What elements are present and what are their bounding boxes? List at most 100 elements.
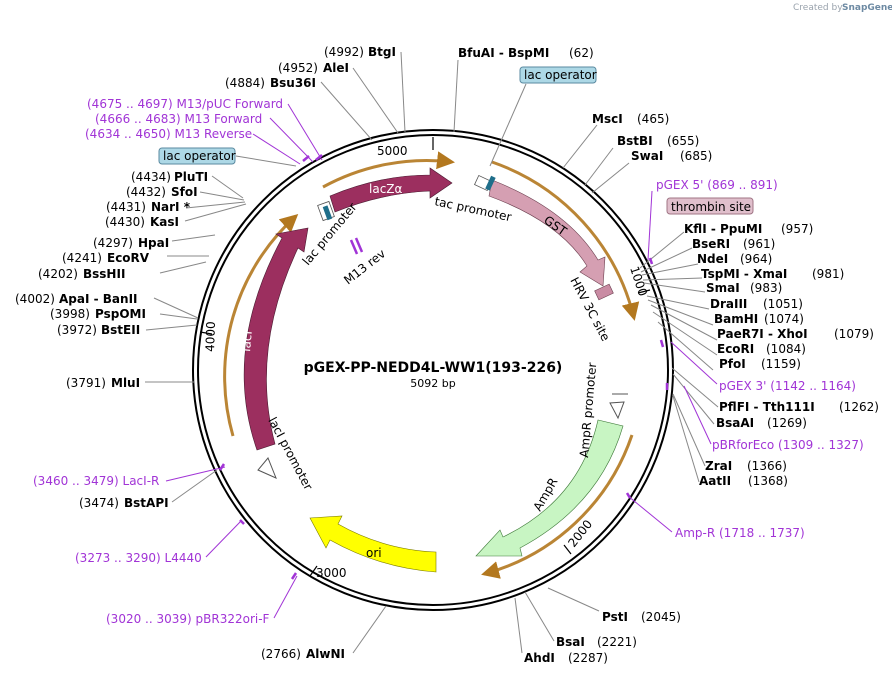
plasmid-size: 5092 bp bbox=[410, 377, 455, 390]
svg-text:PstI: PstI bbox=[602, 610, 628, 624]
primer-m13-reverse[interactable]: (4634 .. 4650) M13 Reverse bbox=[85, 127, 252, 141]
orf-arrows bbox=[223, 151, 640, 579]
svg-text:EcoRV: EcoRV bbox=[107, 251, 150, 265]
site-mlui[interactable]: (3791)MluI bbox=[66, 376, 140, 390]
site-paer7i[interactable]: PaeR7I - XhoI(1079) bbox=[717, 327, 874, 341]
box-thrombin-site bbox=[666, 197, 754, 215]
site-bsteii[interactable]: (3972) BstEII bbox=[57, 323, 140, 337]
site-smai[interactable]: SmaI(983) bbox=[706, 281, 782, 295]
site-kfli[interactable]: KflI - PpuMI(957) bbox=[684, 222, 813, 236]
svg-text:(4202): (4202) bbox=[38, 267, 78, 281]
site-btgi[interactable]: (4992)BtgI bbox=[324, 45, 396, 59]
backbone-inner bbox=[197, 134, 669, 606]
feature-gst bbox=[488, 179, 606, 287]
site-ahdi[interactable]: AhdI(2287) bbox=[524, 651, 608, 665]
plasmid-name: pGEX-PP-NEDD4L-WW1(193-226) bbox=[304, 360, 563, 376]
svg-text:(465): (465) bbox=[637, 112, 669, 126]
tick-label-5000: 5000 bbox=[377, 144, 408, 158]
credit-text: Created by bbox=[793, 3, 843, 13]
feature-lac-operator-left-mark bbox=[322, 205, 333, 221]
site-bamhi[interactable]: BamHI(1074) bbox=[714, 312, 804, 326]
site-bstapi[interactable]: (3474)BstAPI bbox=[79, 496, 169, 510]
site-zrai[interactable]: ZraI(1366) bbox=[705, 459, 787, 473]
site-kasi[interactable]: (4430)KasI bbox=[105, 215, 179, 229]
site-ndei[interactable]: NdeI(964) bbox=[697, 252, 772, 266]
primer-pgex5[interactable]: pGEX 5' (869 .. 891) bbox=[656, 178, 778, 192]
svg-text:(3972): (3972) bbox=[57, 323, 97, 337]
svg-text:NdeI: NdeI bbox=[697, 252, 728, 266]
svg-text:(4297): (4297) bbox=[93, 236, 133, 250]
tick-marks bbox=[199, 137, 651, 577]
site-msci[interactable]: MscI (465) bbox=[592, 112, 669, 126]
site-bstbi[interactable]: BstBI (655) bbox=[617, 134, 699, 148]
primer-laci-r[interactable]: (3460 .. 3479) LacI-R bbox=[33, 474, 159, 488]
svg-text:BfuAI - BspMI: BfuAI - BspMI bbox=[458, 46, 549, 60]
svg-text:(1074): (1074) bbox=[764, 312, 804, 326]
site-swai[interactable]: SwaI(685) bbox=[631, 149, 712, 163]
site-pflfi[interactable]: PflFI - Tth111I (1262) bbox=[719, 400, 879, 414]
feature-ampr bbox=[475, 419, 624, 557]
svg-text:(1368): (1368) bbox=[748, 474, 788, 488]
svg-text:(981): (981) bbox=[812, 267, 844, 281]
label-hrv3c: HRV 3C site bbox=[567, 275, 612, 344]
svg-text:BsaI: BsaI bbox=[556, 635, 585, 649]
svg-text:MscI: MscI bbox=[592, 112, 623, 126]
svg-text:BstBI: BstBI bbox=[617, 134, 653, 148]
site-alwni[interactable]: (2766)AlwNI bbox=[261, 647, 345, 661]
leader-lines bbox=[145, 51, 719, 654]
backbone-outer bbox=[192, 129, 674, 611]
site-pluti[interactable]: (4434)PluTI bbox=[131, 170, 208, 184]
box-lac-operator-top bbox=[519, 66, 597, 84]
svg-text:BtgI: BtgI bbox=[368, 45, 396, 59]
site-bsai[interactable]: BsaI (2221) bbox=[556, 635, 637, 649]
svg-text:AhdI: AhdI bbox=[524, 651, 555, 665]
primer-amp-r[interactable]: Amp-R (1718 .. 1737) bbox=[675, 526, 805, 540]
svg-text:BstEII: BstEII bbox=[101, 323, 140, 337]
site-ecorv[interactable]: (4241) EcoRV bbox=[62, 251, 150, 265]
svg-text:Bsu36I: Bsu36I bbox=[270, 76, 316, 90]
site-ecori[interactable]: EcoRI(1084) bbox=[717, 342, 806, 356]
svg-text:(3998): (3998) bbox=[50, 307, 90, 321]
primer-pbrforeco[interactable]: pBRforEco (1309 .. 1327) bbox=[712, 438, 864, 452]
site-aatii[interactable]: AatII(1368) bbox=[699, 474, 788, 488]
svg-text:(62): (62) bbox=[569, 46, 594, 60]
site-pspomi[interactable]: (3998) PspOMI bbox=[50, 307, 146, 321]
site-bfuai[interactable]: BfuAI - BspMI (62) bbox=[458, 46, 594, 60]
svg-text:PflFI - Tth111I: PflFI - Tth111I bbox=[719, 400, 815, 414]
primer-pbr322ori-f[interactable]: (3020 .. 3039) pBR322ori-F bbox=[106, 612, 270, 626]
primer-l4440[interactable]: (3273 .. 3290) L4440 bbox=[75, 551, 202, 565]
site-draiii[interactable]: DraIII(1051) bbox=[710, 297, 803, 311]
svg-text:PluTI: PluTI bbox=[174, 170, 208, 184]
site-nari[interactable]: (4431)NarI * bbox=[106, 200, 191, 214]
site-sfoi[interactable]: (4432)SfoI bbox=[126, 185, 198, 199]
svg-text:(2045): (2045) bbox=[641, 610, 681, 624]
site-bsaai[interactable]: BsaAI(1269) bbox=[716, 416, 807, 430]
feature-ori bbox=[309, 515, 437, 573]
svg-text:BsaAI: BsaAI bbox=[716, 416, 754, 430]
site-bseri[interactable]: BseRI(961) bbox=[692, 237, 775, 251]
site-pfoi[interactable]: PfoI(1159) bbox=[719, 357, 801, 371]
site-tspmi[interactable]: TspMI - XmaI(981) bbox=[701, 267, 844, 281]
svg-text:(4241): (4241) bbox=[62, 251, 102, 265]
svg-text:(655): (655) bbox=[667, 134, 699, 148]
svg-text:PspOMI: PspOMI bbox=[95, 307, 146, 321]
primer-m13-forward[interactable]: (4666 .. 4683) M13 Forward bbox=[95, 112, 262, 126]
svg-text:(2221): (2221) bbox=[597, 635, 637, 649]
site-apai[interactable]: (4002)ApaI - BanII bbox=[15, 292, 138, 306]
svg-text:(1262): (1262) bbox=[839, 400, 879, 414]
site-hpai[interactable]: (4297) HpaI bbox=[93, 236, 169, 250]
primer-pgex3[interactable]: pGEX 3' (1142 .. 1164) bbox=[719, 379, 856, 393]
site-psti[interactable]: PstI (2045) bbox=[602, 610, 681, 624]
svg-text:BssHII: BssHII bbox=[83, 267, 125, 281]
primer-m13puc-forward[interactable]: (4675 .. 4697) M13/pUC Forward bbox=[87, 97, 283, 111]
svg-text:(957): (957) bbox=[781, 222, 813, 236]
site-bsshii[interactable]: (4202) BssHII bbox=[38, 267, 125, 281]
svg-text:(4431): (4431) bbox=[106, 200, 146, 214]
site-bsu36i[interactable]: (4884)Bsu36I bbox=[225, 76, 316, 90]
svg-text:HpaI: HpaI bbox=[138, 236, 169, 250]
site-alei[interactable]: (4952)AleI bbox=[278, 61, 349, 75]
svg-text:(4430): (4430) bbox=[105, 215, 145, 229]
svg-text:ZraI: ZraI bbox=[705, 459, 732, 473]
svg-text:(685): (685) bbox=[680, 149, 712, 163]
